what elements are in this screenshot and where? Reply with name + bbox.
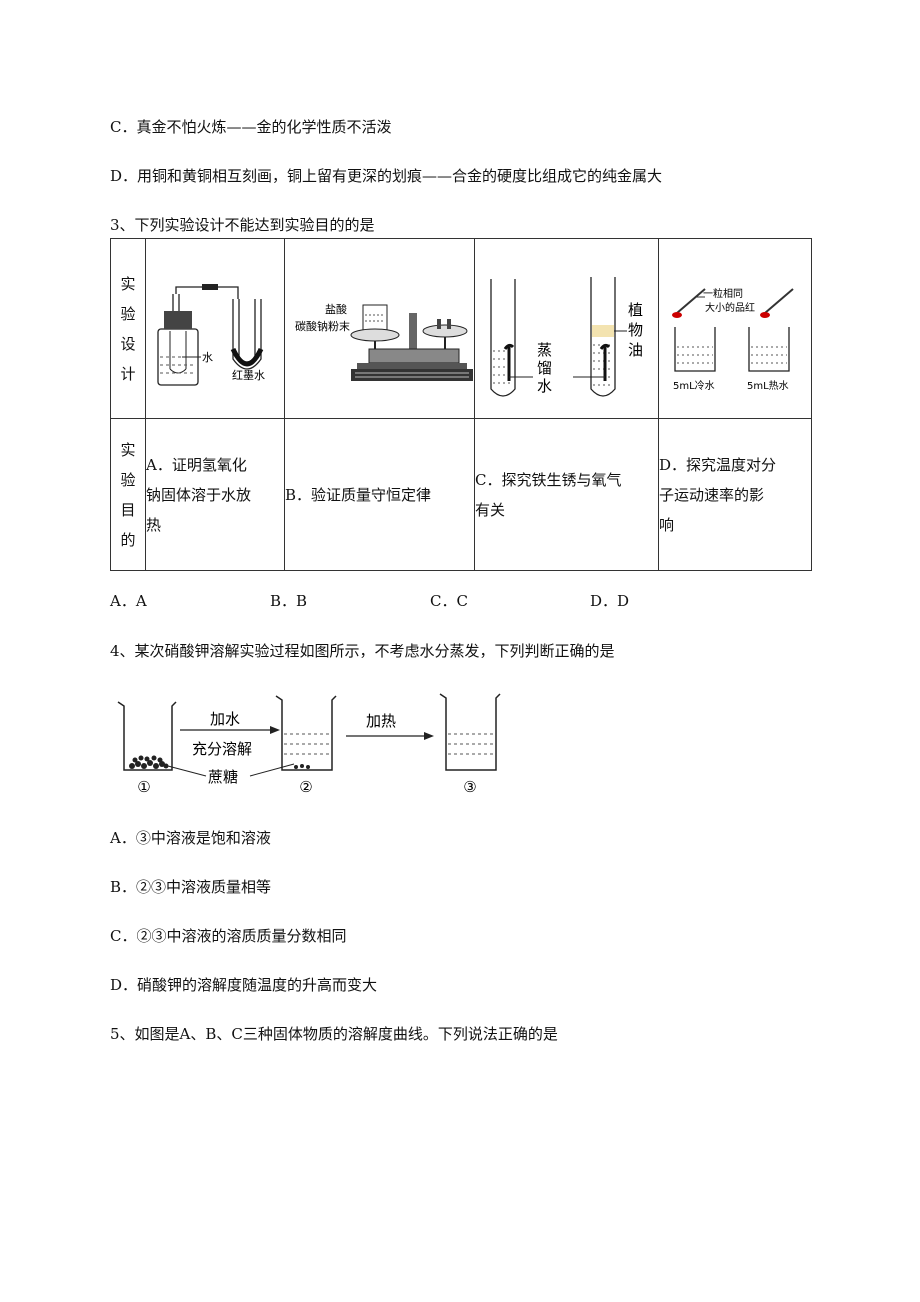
experiment-table: 实 验 设 计 水 红墨水	[110, 238, 812, 571]
option-c[interactable]: C．C	[430, 592, 468, 610]
label-distilled-1: 蒸	[537, 341, 552, 359]
purpose-c: C．探究铁生锈与氧气 有关	[474, 418, 659, 571]
label-cold-water: 5mL冷水	[673, 379, 715, 392]
q4-option-a[interactable]: A．③中溶液是饱和溶液	[110, 829, 271, 847]
option-a[interactable]: A．A	[110, 592, 147, 610]
label-sugar: 蔗糖	[208, 768, 238, 786]
purpose-a-line: 热	[146, 515, 162, 534]
label-distilled-2: 馏	[537, 359, 552, 377]
label-dissolve: 充分溶解	[192, 740, 252, 758]
row-head-char: 设	[120, 334, 136, 353]
beaker-2-number: ②	[299, 778, 312, 796]
design-c: 蒸 馏 水 植 物 油	[474, 238, 659, 419]
label-hot-water: 5mL热水	[747, 379, 789, 392]
label-oil-1: 植	[628, 301, 643, 319]
purpose-d-line: D．探究温度对分	[659, 455, 777, 474]
beaker-3-number: ③	[463, 778, 476, 796]
beaker-1-number: ①	[137, 778, 150, 796]
question-4-stem: 4、某次硝酸钾溶解实验过程如图所示，不考虑水分蒸发，下列判断正确的是	[110, 642, 615, 660]
purpose-b: B．验证质量守恒定律	[284, 418, 475, 571]
purpose-b-line: B．验证质量守恒定律	[285, 485, 432, 504]
row-head-design: 实 验 设 计	[110, 238, 146, 419]
label-add-water: 加水	[210, 710, 240, 728]
purpose-d-line: 响	[659, 515, 675, 534]
design-b: 盐酸 碳酸钠粉末	[284, 238, 475, 419]
label-distilled-3: 水	[537, 377, 552, 395]
beakers-figure: 一粒相同 大小的品红 5mL冷水 5mL热水	[672, 287, 794, 392]
q4-option-d[interactable]: D．硝酸钾的溶解度随温度的升高而变大	[110, 976, 378, 994]
option-d-previous: D．用铜和黄铜相互刻画，铜上留有更深的划痕——合金的硬度比组成它的纯金属大	[110, 167, 663, 185]
test-tubes-figure: 蒸 馏 水 植 物 油	[490, 277, 643, 397]
label-heat: 加热	[366, 712, 396, 730]
question-3-stem: 3、下列实验设计不能达到实验目的的是	[110, 216, 375, 234]
question-5-stem: 5、如图是A、B、C三种固体物质的溶解度曲线。下列说法正确的是	[110, 1025, 558, 1043]
balance-figure: 盐酸 碳酸钠粉末	[295, 302, 473, 381]
label-powder: 碳酸钠粉末	[295, 319, 350, 333]
design-d: 一粒相同 大小的品红 5mL冷水 5mL热水	[658, 238, 812, 419]
purpose-c-line: C．探究铁生锈与氧气	[475, 470, 622, 489]
purpose-d: D．探究温度对分 子运动速率的影 响	[658, 418, 812, 571]
label-red-ink: 红墨水	[232, 369, 265, 382]
label-magenta: 大小的品红	[705, 301, 755, 314]
apparatus-a-figure: 水 红墨水	[157, 284, 265, 386]
question-3-options: A．A B．B C．C D．D	[110, 590, 750, 614]
row-head-char: 实	[120, 440, 136, 459]
purpose-a: A．证明氢氧化 钠固体溶于水放 热	[145, 418, 285, 571]
option-c-previous: C．真金不怕火炼——金的化学性质不活泼	[110, 118, 392, 136]
purpose-a-line: 钠固体溶于水放	[146, 485, 252, 504]
design-a: 水 红墨水	[145, 238, 285, 419]
purpose-d-line: 子运动速率的影	[659, 485, 765, 504]
row-head-char: 的	[120, 530, 136, 549]
option-d[interactable]: D．D	[590, 592, 630, 610]
label-oil-3: 油	[628, 341, 643, 359]
row-head-char: 计	[120, 364, 136, 383]
q4-option-c[interactable]: C．②③中溶液的溶质质量分数相同	[110, 927, 347, 945]
label-acid: 盐酸	[325, 302, 347, 316]
row-head-char: 验	[120, 470, 136, 489]
purpose-c-line: 有关	[475, 500, 506, 519]
row-head-char: 验	[120, 304, 136, 323]
row-head-purpose: 实 验 目 的	[110, 418, 146, 571]
label-water: 水	[202, 351, 213, 364]
purpose-a-line: A．证明氢氧化	[146, 455, 247, 474]
row-head-char: 实	[120, 274, 136, 293]
option-b[interactable]: B．B	[270, 592, 308, 610]
q4-option-b[interactable]: B．②③中溶液质量相等	[110, 878, 272, 896]
dissolution-figure: ① 加水 充分溶解 蔗糖 ② 加热 ③	[117, 693, 501, 796]
row-head-char: 目	[120, 500, 136, 519]
label-oil-2: 物	[628, 321, 643, 339]
label-same-particle: 一粒相同	[703, 287, 743, 300]
